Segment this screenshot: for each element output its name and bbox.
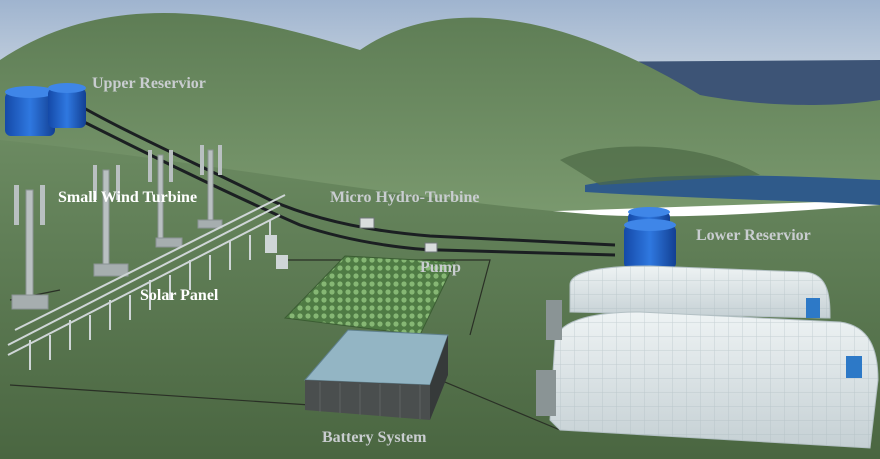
micro-hydro-turbine	[359, 217, 375, 229]
greenhouse-front	[536, 300, 879, 449]
upper-reservoir-tanks	[5, 83, 86, 136]
greenhouse-back	[569, 265, 831, 319]
wind-turbine	[148, 150, 183, 248]
lower-reservoir-tanks	[624, 207, 676, 269]
solar-panel-array	[7, 194, 286, 370]
label-pump: Pump	[420, 259, 461, 276]
wind-turbines	[11, 145, 223, 310]
lower-lake	[585, 175, 880, 205]
label-lower-reservoir: Lower Reservior	[696, 227, 811, 244]
label-small-wind-turbine: Small Wind Turbine	[58, 189, 197, 206]
valley-shadow	[560, 146, 760, 185]
label-battery-system: Battery System	[322, 429, 427, 446]
label-solar-panel: Solar Panel	[140, 287, 219, 304]
wind-turbine	[93, 165, 129, 277]
water-pipeline	[69, 98, 616, 257]
wind-turbine	[11, 185, 49, 310]
label-upper-reservoir: Upper Reservior	[92, 75, 206, 92]
inverter-boxes	[265, 235, 288, 269]
wind-turbine	[197, 145, 223, 229]
battery-system	[303, 329, 449, 420]
pump	[424, 242, 438, 253]
label-micro-hydro-turbine: Micro Hydro-Turbine	[330, 189, 480, 206]
